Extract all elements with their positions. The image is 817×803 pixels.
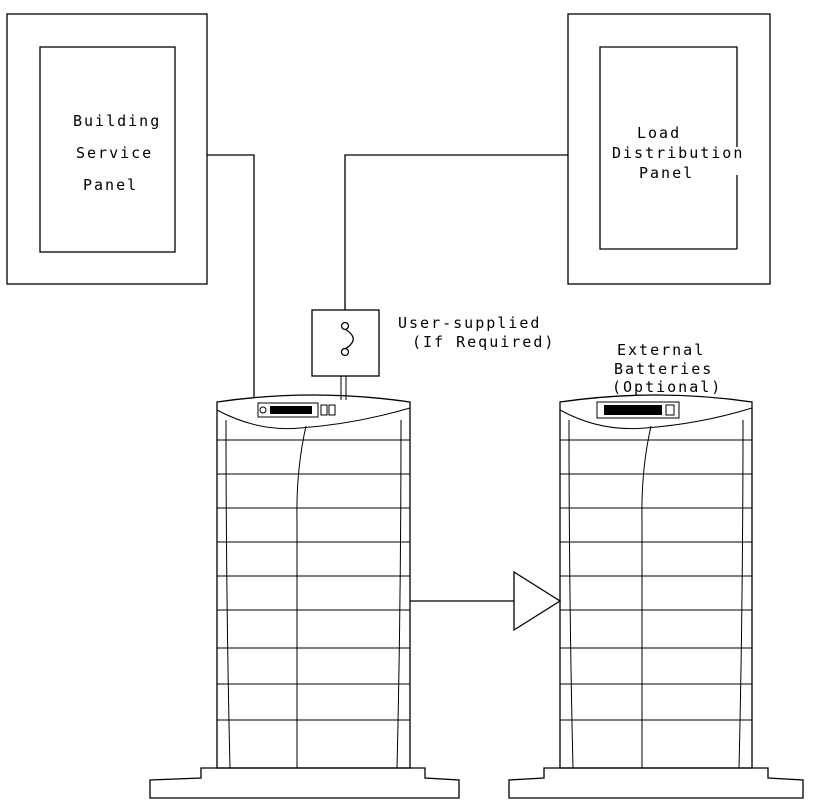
external-battery-cabinet-base (508, 767, 804, 799)
battery-connector-triangle (513, 570, 562, 632)
building-service-panel-line-1: Building (73, 112, 161, 130)
load-distribution-panel-line-3: Panel (639, 164, 694, 182)
external-batteries-line-3: (Optional) (612, 378, 722, 396)
external-battery-cabinet-shelves (560, 439, 752, 721)
battery-cabinet-control-panel (596, 401, 680, 419)
external-batteries-line-2: Batteries (614, 360, 713, 378)
building-service-panel: Building Service Panel (6, 13, 208, 285)
user-supplied-label-line-2: (If Required) (412, 333, 555, 351)
external-batteries-label: External Batteries (Optional) (612, 341, 722, 396)
external-batteries-line-1: External (617, 341, 705, 359)
load-distribution-panel-line-2: Distribution (612, 144, 744, 162)
user-supplied-breaker: User-supplied (If Required) (311, 309, 555, 377)
user-supplied-label-line-1: User-supplied (398, 314, 541, 332)
ups-cabinet-shelves (217, 439, 410, 721)
ups-control-panel (257, 402, 336, 418)
ups-cabinet-base (149, 767, 460, 799)
external-battery-cabinet (508, 394, 804, 799)
building-service-panel-line-3: Panel (83, 176, 138, 194)
ups-cabinet (149, 394, 460, 799)
load-distribution-panel-line-1: Load (637, 124, 681, 142)
building-service-panel-line-2: Service (76, 144, 153, 162)
load-distribution-panel: Load Distribution Panel (567, 13, 771, 285)
wiring (207, 154, 568, 602)
